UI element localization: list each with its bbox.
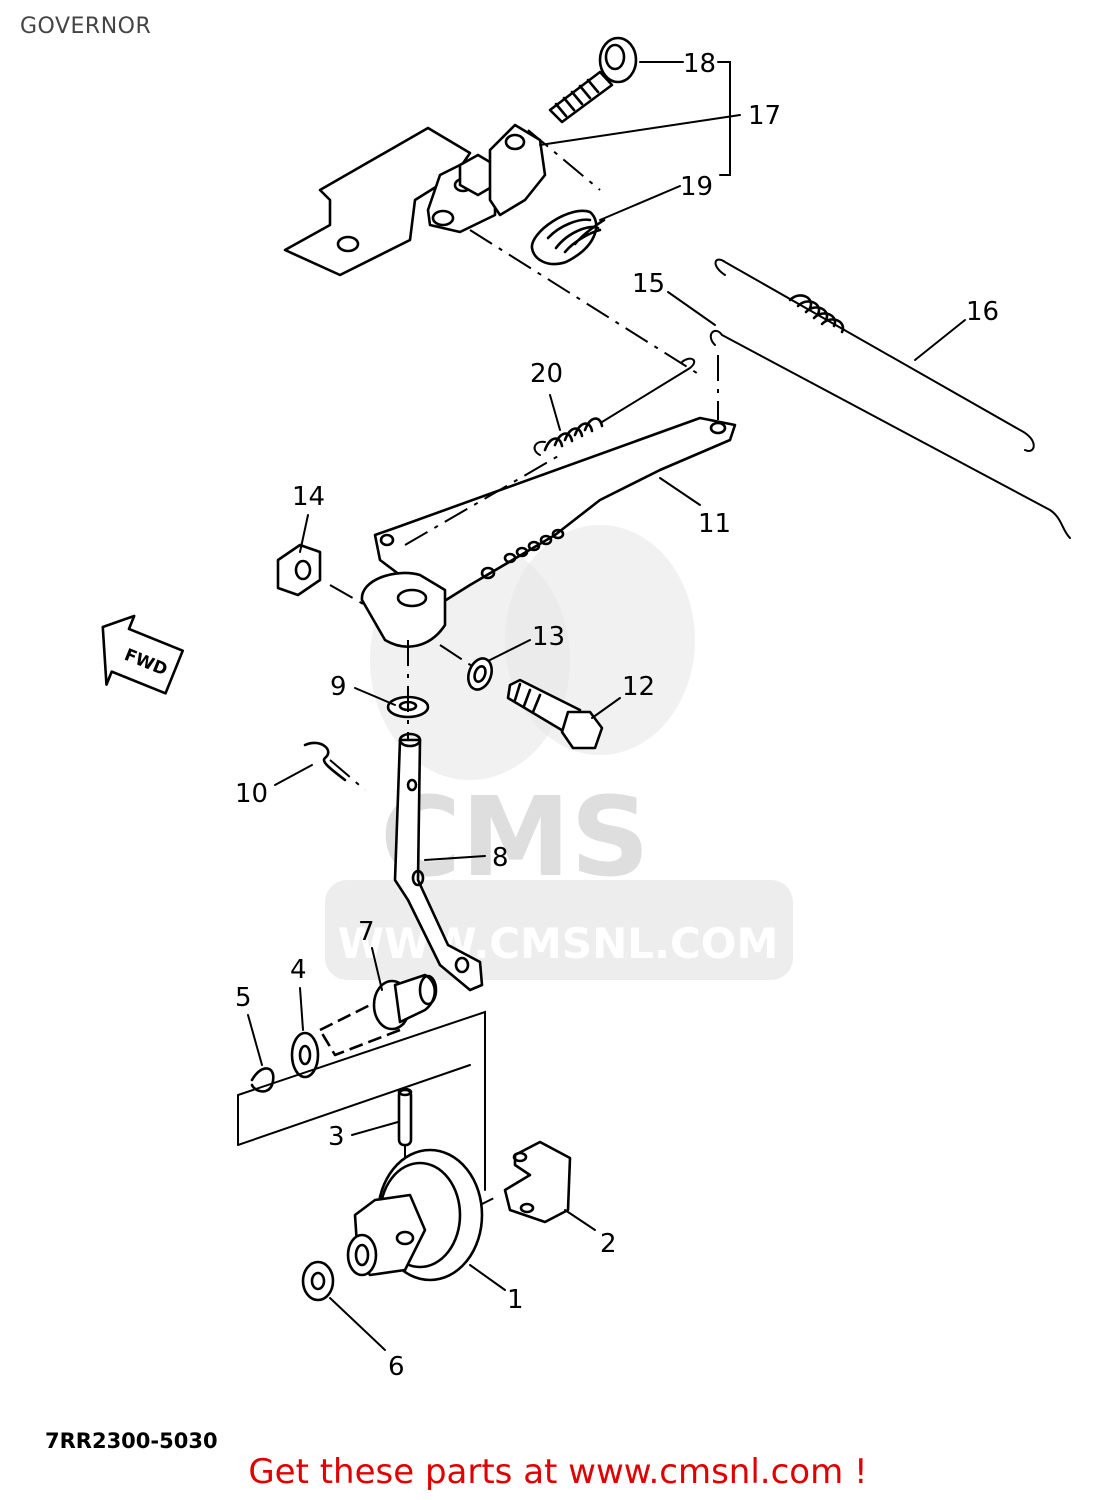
part-5-clip	[250, 1067, 275, 1093]
watermark-brand: CMS	[380, 773, 649, 901]
callout-7: 7	[358, 917, 375, 947]
part-19-spring	[530, 209, 606, 266]
callout-10: 10	[235, 779, 268, 809]
callout-20: 20	[530, 359, 563, 389]
callout-14: 14	[292, 482, 325, 512]
part-4-washer	[290, 1031, 320, 1079]
callout-6: 6	[388, 1352, 405, 1382]
part-3-pin	[397, 1087, 413, 1147]
part-8-governor-shaft	[393, 732, 484, 992]
part-14-nut	[276, 543, 322, 597]
callout-13: 13	[532, 622, 565, 652]
callout-1: 1	[507, 1285, 524, 1315]
part-18-bolt	[548, 36, 638, 124]
part-6-washer	[301, 1260, 335, 1302]
callout-15: 15	[632, 269, 665, 299]
fwd-arrow: FWD	[101, 614, 185, 695]
lever-holes	[503, 528, 565, 564]
callout-12: 12	[622, 672, 655, 702]
part-12-bolt	[506, 678, 604, 750]
callout-4: 4	[290, 955, 307, 985]
part-2-slider	[503, 1140, 572, 1224]
callout-2: 2	[600, 1229, 617, 1259]
part-16-rod	[714, 258, 1035, 452]
callout-3: 3	[328, 1122, 345, 1152]
callout-8: 8	[492, 843, 509, 873]
footer-link[interactable]: Get these parts at www.cmsnl.com !	[248, 1452, 868, 1492]
part-10-clip	[303, 741, 347, 782]
leader-lines	[247, 61, 966, 1351]
part-7-collar	[318, 973, 438, 1057]
callout-9: 9	[330, 672, 347, 702]
callout-18: 18	[683, 49, 716, 79]
diagram-code: 7RR2300-5030	[45, 1429, 218, 1453]
callout-numbers: 1 2 3 4 5 6 7 8 9 10 11 12 13 14 15 16 1…	[235, 49, 999, 1382]
bracket-plate	[283, 123, 547, 277]
part-20-spring	[533, 357, 696, 456]
callout-19: 19	[680, 172, 713, 202]
diagram-title: GOVERNOR	[20, 14, 152, 39]
part-11-governor-lever	[360, 416, 737, 648]
callout-16: 16	[966, 297, 999, 327]
cmsnl-watermark: CMS WWW.CMSNL.COM	[325, 525, 793, 980]
part-1-governor-gear	[346, 1148, 484, 1282]
callout-5: 5	[235, 983, 252, 1013]
callout-11: 11	[698, 509, 731, 539]
watermark-url: WWW.CMSNL.COM	[338, 919, 779, 968]
part-13-washer	[467, 657, 493, 691]
callout-17: 17	[748, 101, 781, 131]
part-15-link-rod	[709, 329, 1071, 539]
